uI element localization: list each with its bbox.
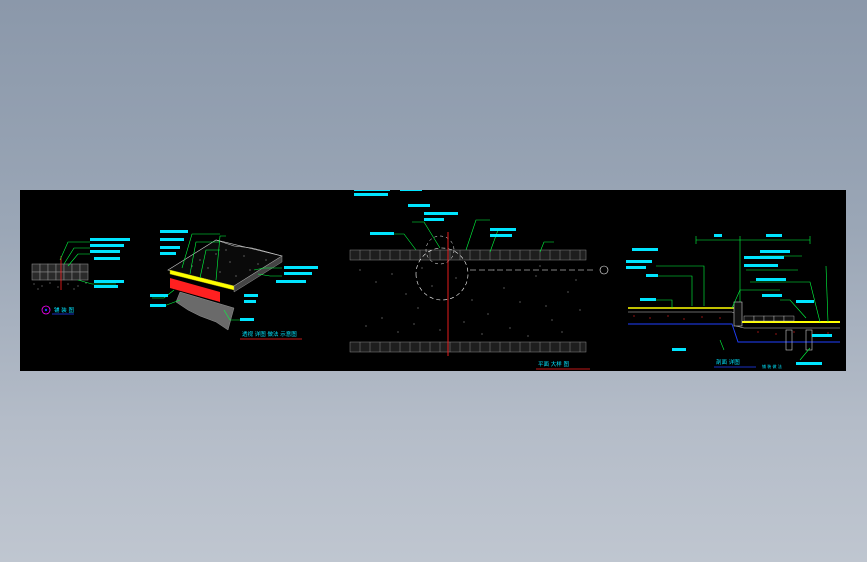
cad-drawing-viewport[interactable]: 铺 装 图: [20, 190, 846, 371]
section-curb-block: [733, 301, 743, 327]
plan-title: 平面 大样 图: [538, 360, 569, 368]
cad-drawing: 铺 装 图: [31, 190, 840, 370]
section-view: 剖面 详图 铺 装 做 法: [626, 234, 840, 369]
section-tile-blocks: [743, 315, 795, 322]
section-red-base-layer: [633, 315, 829, 336]
plan-top-curb: [349, 249, 587, 261]
section-dim-ticks: [695, 236, 811, 316]
plan-axis-bubble: [599, 265, 609, 275]
section-blue-subgrade: [628, 323, 840, 343]
section-leader-lines: [650, 255, 829, 361]
section-annotation-text: [626, 248, 832, 365]
iso-speckle: [191, 249, 267, 277]
plan-view: 平面 大样 图: [349, 190, 609, 370]
paving-title-marker: 铺 装 图: [41, 305, 74, 315]
plan-bottom-curb-joints: [359, 342, 581, 352]
paving-blocks: [31, 263, 89, 281]
iso-grey-foundation: [175, 291, 235, 331]
paving-detail-view: 铺 装 图: [31, 238, 130, 315]
plan-leader-lines: [392, 219, 554, 253]
plan-annotation-text: [354, 190, 516, 237]
section-dim-text-a: [714, 234, 722, 237]
isometric-title: 透视 详图 做法 示意图: [242, 330, 297, 338]
section-dim-text-b: [766, 234, 782, 237]
iso-red-base: [170, 278, 220, 302]
plan-detail-circle-top: [425, 235, 455, 265]
paving-small-title: 铺 装 图: [54, 306, 74, 314]
plan-field-speckle: [359, 265, 581, 337]
section-drain-pipes: [785, 329, 813, 351]
paving-leader-lines: [59, 241, 116, 285]
paving-annotation-text: [90, 238, 130, 288]
plan-bottom-curb: [349, 341, 587, 353]
paving-base-dots: [33, 282, 87, 290]
isometric-view: 透视 详图 做法 示意图: [150, 230, 318, 340]
plan-detail-circle-dashed: [415, 247, 469, 301]
section-note: 铺 装 做 法: [762, 363, 782, 369]
iso-break-line: [215, 239, 283, 257]
section-title: 剖面 详图: [716, 358, 740, 366]
iso-annotation-text: [150, 230, 318, 321]
iso-top-surface: [167, 239, 283, 287]
